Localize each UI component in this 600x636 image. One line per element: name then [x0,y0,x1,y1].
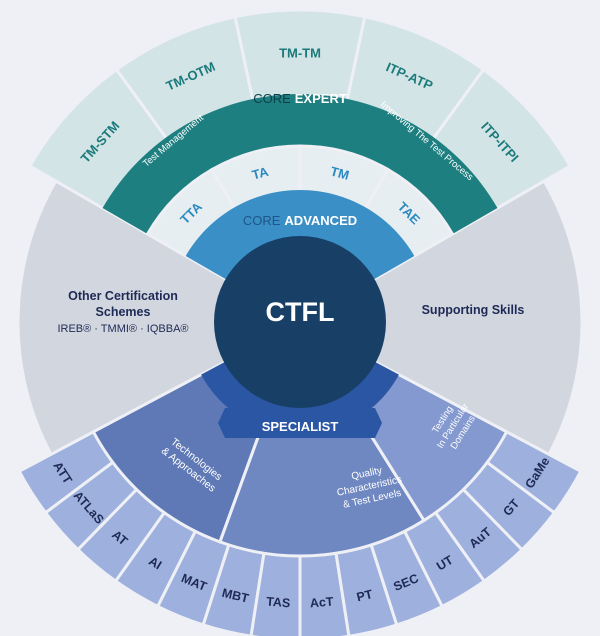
other-schemes-title-line2: Schemes [96,305,151,319]
specialist-module-label: AcT [309,595,334,611]
specialist-module-label: MBT [221,586,251,606]
advanced-module-label: TM [329,164,351,183]
core-expert-band [102,94,498,235]
supporting-skills-label: Supporting Skills [422,303,525,317]
specialist-module-label: TAS [266,595,291,611]
wheel-sectors [16,8,584,636]
specialist-label: SPECIALIST [262,419,339,434]
center-ctfl-circle [214,236,386,408]
supporting-skills-sector [296,178,584,457]
other-schemes-sector [16,178,304,457]
specialist-module-label: AI [146,554,164,572]
specialist-badge [218,408,382,438]
other-schemes-title-line1: Other Certification [68,289,178,303]
other-schemes-list: IREB® · TMMI® · IQBBA® [57,323,188,335]
specialist-module-label: PT [355,587,374,604]
core-advanced-band [185,190,415,280]
advanced-module-label: TA [250,164,270,183]
expert-module-label: TM-TM [279,45,321,60]
center-ctfl-label: CTFL [266,297,335,327]
